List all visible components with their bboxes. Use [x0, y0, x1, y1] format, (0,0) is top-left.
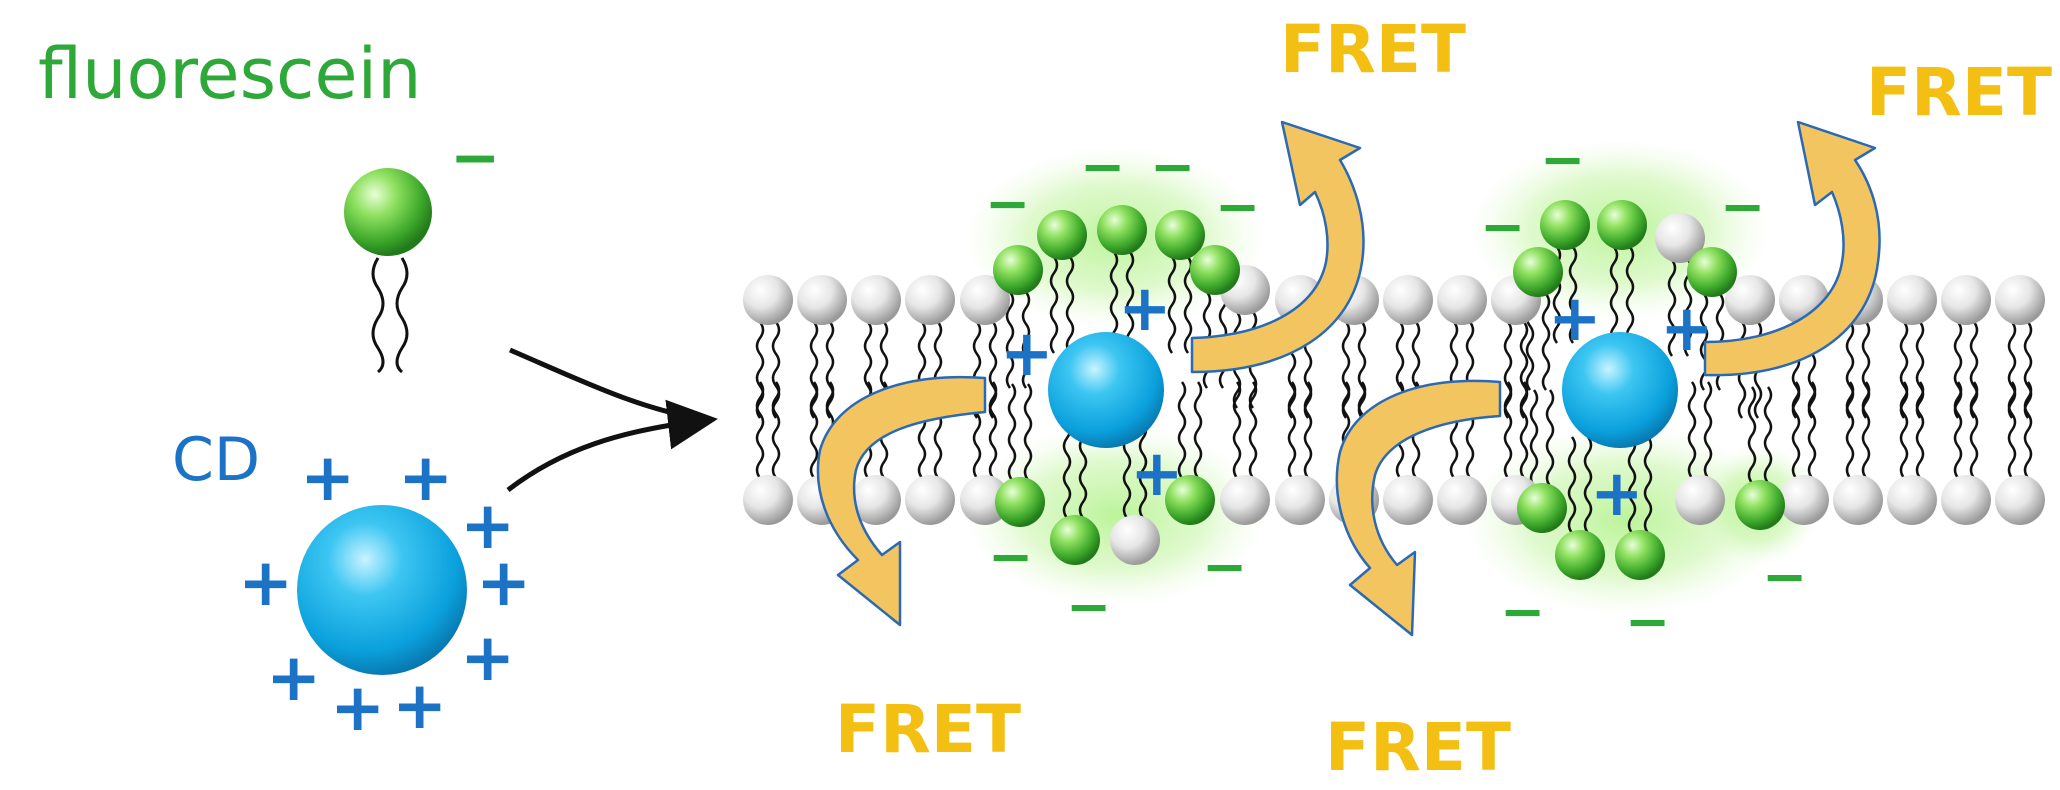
fluorescein-lipid-head [1735, 480, 1785, 530]
membrane-minus-sign: − [1720, 175, 1765, 238]
transition-arrow [506, 347, 708, 492]
lipid-head [1655, 213, 1705, 263]
fluorescein-lipid-head [1687, 247, 1737, 297]
lipid-head [1995, 275, 2045, 325]
fluorescein-lipid-head [1190, 245, 1240, 295]
fluorescein-lipid-head [1597, 200, 1647, 250]
cd-plus-sign: + [300, 439, 355, 516]
fluorescein-lipid-head [1050, 515, 1100, 565]
membrane-minus-sign: − [1202, 535, 1247, 598]
embedded-carbon-dot-2 [1562, 332, 1678, 448]
membrane-minus-sign: − [1080, 135, 1125, 198]
lipid-bilayer-headgroups [743, 200, 2045, 580]
lipid-head [1275, 475, 1325, 525]
lipid-head [851, 475, 901, 525]
membrane-positive-charges: + + + + + + [1000, 272, 1714, 531]
fluorescein-lipid-head [995, 477, 1045, 527]
membrane-plus-sign: + [1130, 437, 1184, 511]
lipid-head [960, 275, 1010, 325]
lipid-head [1941, 275, 1991, 325]
fluorescein-lipid-molecule [344, 168, 432, 374]
lipid-head [1779, 475, 1829, 525]
fluorescein-lipid-head [1097, 205, 1147, 255]
fluorescein-lipid-head [1037, 210, 1087, 260]
lipid-head [1437, 475, 1487, 525]
membrane-minus-sign: − [1625, 590, 1670, 653]
lipid-head [743, 475, 793, 525]
membrane-minus-sign: − [1215, 175, 1260, 238]
fluorescein-lipid-head [993, 245, 1043, 295]
membrane-negative-charges: −−−−−−−−−−−−− [985, 128, 1807, 653]
membrane-minus-sign: − [1762, 545, 1807, 608]
membrane-plus-sign: + [1118, 272, 1172, 346]
cd-plus-sign: + [266, 639, 321, 716]
lipid-head [1110, 515, 1160, 565]
membrane-plus-sign: + [1660, 292, 1714, 366]
lipid-head [1675, 475, 1725, 525]
fret-label-bottom-center: FRET [1325, 709, 1511, 786]
cd-positive-charges: +++++++++ [238, 439, 531, 746]
lipid-head [1383, 275, 1433, 325]
lipid-head [1220, 475, 1270, 525]
membrane-minus-sign: − [1066, 575, 1111, 638]
cd-plus-sign: + [238, 544, 293, 621]
membrane-minus-sign: − [1500, 580, 1545, 643]
fluorescein-lipid-head [1165, 475, 1215, 525]
cd-label: CD [172, 425, 260, 495]
lipid-head [1833, 475, 1883, 525]
membrane-plus-sign: + [1548, 282, 1602, 356]
fluorescein-lipid-head [1615, 530, 1665, 580]
membrane-minus-sign: − [1540, 128, 1585, 191]
cd-plus-sign: + [392, 667, 447, 744]
fluorescein-lipid-head [1555, 530, 1605, 580]
lipid-head [1383, 475, 1433, 525]
cd-plus-sign: + [330, 669, 385, 746]
membrane-minus-sign: − [985, 172, 1030, 235]
membrane-plus-sign: + [1590, 457, 1644, 531]
cd-plus-sign: + [398, 439, 453, 516]
membrane-minus-sign: − [1480, 195, 1525, 258]
fluorescein-lipid-head [1155, 210, 1205, 260]
fluorescein-label: fluorescein [38, 33, 421, 115]
membrane-plus-sign: + [1000, 317, 1054, 391]
lipid-head [1437, 275, 1487, 325]
fret-label-bottom-left: FRET [835, 691, 1021, 768]
cd-plus-sign: + [460, 487, 515, 564]
lipid-head [797, 275, 847, 325]
lipid-head [1887, 275, 1937, 325]
lipid-head [905, 275, 955, 325]
fluorescein-charge-minus: − [450, 123, 500, 193]
cd-plus-sign: + [476, 544, 531, 621]
lipid-head [905, 475, 955, 525]
membrane-minus-sign: − [1150, 135, 1195, 198]
carbon-dot-particle [297, 505, 467, 675]
lipid-head [1995, 475, 2045, 525]
fluorescein-headgroup [344, 168, 432, 256]
lipid-head [743, 275, 793, 325]
lipid-head [851, 275, 901, 325]
fret-transfer-arrows [816, 120, 1881, 637]
membrane-minus-sign: − [988, 525, 1033, 588]
lipid-head [1887, 475, 1937, 525]
cd-plus-sign: + [460, 619, 515, 696]
fluorescein-lipid-head [1513, 247, 1563, 297]
lipid-head [1941, 475, 1991, 525]
fluorescein-lipid-head [1517, 483, 1567, 533]
fret-label-top-center: FRET [1280, 11, 1466, 88]
fret-label-top-right: FRET [1866, 54, 2052, 131]
lipid-head [1725, 275, 1775, 325]
fluorescein-lipid-head [1540, 200, 1590, 250]
embedded-carbon-dot-1 [1048, 332, 1164, 448]
